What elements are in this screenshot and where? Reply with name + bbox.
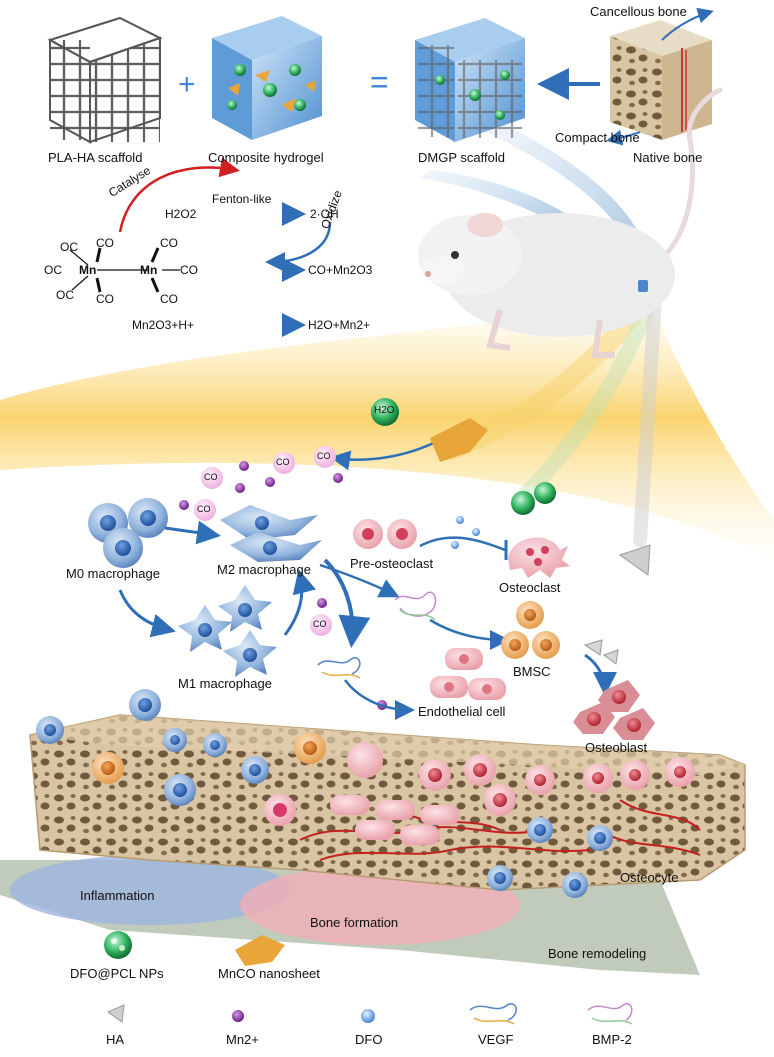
label-co-3: CO <box>160 236 178 250</box>
label-h2o-mn2: H2O+Mn2+ <box>308 318 371 332</box>
m1-macrophage-cells <box>178 585 277 677</box>
label-oc-2: OC <box>60 240 78 254</box>
pre-osteoclast-cells <box>353 519 417 549</box>
label-inflammation: Inflammation <box>80 888 155 903</box>
legend-vegf-icon <box>469 1003 517 1025</box>
osteoclast-cell <box>508 537 570 578</box>
m0-macrophage-cells <box>88 498 168 568</box>
legend-label-dfo-pcl: DFO@PCL NPs <box>70 966 164 981</box>
bmp2-protein <box>394 591 437 621</box>
legend-dfo-pcl-icon <box>104 931 132 959</box>
composite-hydrogel-icon <box>212 16 322 140</box>
rat-illustration <box>418 87 723 358</box>
inhibition-arrow <box>419 536 506 552</box>
signal-beam <box>0 300 774 560</box>
label-co-4: CO <box>160 292 178 306</box>
label-oc-1: OC <box>44 263 62 277</box>
label-compact-bone: Compact bone <box>555 130 640 145</box>
legend-mn-icon <box>232 1010 244 1022</box>
bone-slab-top <box>30 715 745 775</box>
label-mn2o3-h: Mn2O3+H+ <box>132 318 195 332</box>
legend-label-ha: HA <box>106 1032 125 1047</box>
arrow-bmsc-to-osteoblast <box>584 653 617 696</box>
arrow-bmp2-to-bmsc <box>429 618 510 650</box>
co-bubbles <box>194 446 336 636</box>
bone-macrophages <box>36 689 269 806</box>
legend-label-bmp2: BMP-2 <box>592 1032 632 1047</box>
label-osteoblast: Osteoblast <box>585 740 648 755</box>
dfo-pcl-nps-flying <box>451 482 556 549</box>
label-fenton-like: Fenton-like <box>212 192 272 206</box>
arrow-mnco-to-co <box>330 438 441 471</box>
bone-formation-cells <box>264 742 695 845</box>
legend-bmp2-icon <box>587 1003 633 1025</box>
label-mn-right: Mn <box>140 263 158 277</box>
arrow-m1-to-m2 <box>283 569 317 636</box>
reaction-scheme <box>69 157 332 337</box>
bone-bmsc <box>92 732 326 784</box>
osteocyte-cells <box>487 817 613 898</box>
vegf-protein <box>317 657 361 679</box>
label-pla-ha-scaffold: PLA-HA scaffold <box>48 150 143 165</box>
label-bone-remodeling: Bone remodeling <box>548 946 647 961</box>
arrow-m0-to-m1 <box>118 589 176 638</box>
label-bmsc: BMSC <box>513 664 551 679</box>
mnco-nanosheet-mid <box>430 418 488 462</box>
label-mn-left: Mn <box>79 263 97 277</box>
dmgp-scaffold-icon <box>415 18 525 142</box>
equals-sign: = <box>370 64 389 100</box>
ha-particles <box>583 544 651 665</box>
label-co-bubble-3: CO <box>204 472 218 482</box>
label-m2-macrophage: M2 macrophage <box>217 562 311 577</box>
label-co-2: CO <box>96 292 114 306</box>
legend-dfo-icon <box>361 1009 375 1023</box>
label-co-1: CO <box>96 236 114 250</box>
label-co-5: CO <box>180 263 198 277</box>
m2-macrophage-cells <box>220 505 322 562</box>
label-2oh: 2·OH <box>310 207 339 221</box>
label-h2o2: H2O2 <box>165 207 197 221</box>
osteoblast-cells <box>573 680 655 740</box>
inflammation-zone <box>10 855 290 925</box>
legend-label-mnco: MnCO nanosheet <box>218 966 320 981</box>
arrow-m2-to-bmp2 <box>319 563 400 598</box>
label-co-bubble-2: CO <box>276 457 290 467</box>
legend-label-vegf: VEGF <box>478 1032 514 1047</box>
label-dmgp-scaffold: DMGP scaffold <box>418 150 505 165</box>
label-m1-macrophage: M1 macrophage <box>178 676 272 691</box>
label-bone-formation: Bone formation <box>310 915 399 930</box>
arrow-m0-to-m2 <box>164 520 221 545</box>
label-osteocyte: Osteocyte <box>620 870 679 885</box>
legend-ha-icon <box>106 1004 125 1023</box>
h2o-bubble <box>371 398 399 426</box>
label-cancellous-bone: Cancellous bone <box>590 4 687 19</box>
label-oc-3: OC <box>56 288 74 302</box>
label-co-mn2o3: CO+Mn2O3 <box>308 263 373 277</box>
label-osteoclast: Osteoclast <box>499 580 561 595</box>
label-h2o-bubble: H2O <box>374 405 395 416</box>
label-co-bubble-1: CO <box>317 451 331 461</box>
label-co-bubble-4: CO <box>197 504 211 514</box>
label-native-bone: Native bone <box>633 150 703 165</box>
bmsc-cells <box>501 601 560 659</box>
plus-sign: + <box>178 68 196 101</box>
legend-label-dfo: DFO <box>355 1032 383 1047</box>
arrow-vegf-to-endothelial <box>344 679 415 720</box>
label-pre-osteoclast: Pre-osteoclast <box>350 556 434 571</box>
legend-mnco-icon <box>235 935 285 966</box>
arrow-m2-to-endothelial <box>323 558 371 648</box>
mn-ions <box>179 461 387 710</box>
label-endothelial-cell: Endothelial cell <box>418 704 506 719</box>
pla-ha-scaffold-icon <box>47 16 163 144</box>
label-co-bubble-5: CO <box>313 619 327 629</box>
endothelial-cells <box>430 648 506 700</box>
label-composite-hydrogel: Composite hydrogel <box>208 150 324 165</box>
label-m0-macrophage: M0 macrophage <box>66 566 160 581</box>
legend-label-mn: Mn2+ <box>226 1032 259 1047</box>
native-bone-icon <box>606 7 714 146</box>
